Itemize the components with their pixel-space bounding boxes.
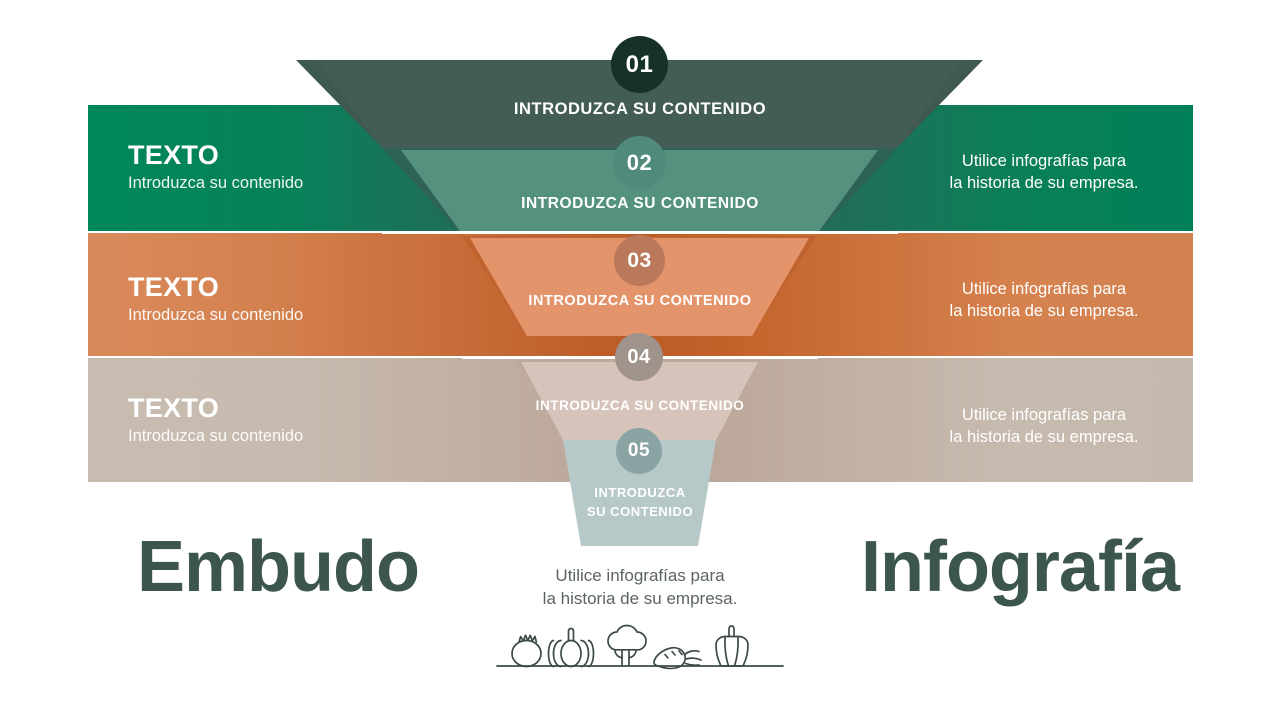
- row-green-left-text: TEXTO Introduzca su contenido: [128, 141, 303, 195]
- title-left: Embudo: [137, 527, 420, 607]
- funnel-label-04: INTRODUZCA SU CONTENIDO: [535, 398, 745, 413]
- row-tan-right-line2: la historia de su empresa.: [949, 428, 1139, 447]
- row-tan-right-text: Utilice infografías para la historia de …: [894, 404, 1194, 449]
- funnel-step-badge-04[interactable]: 04: [615, 333, 663, 381]
- funnel-segment-01-face: [316, 60, 963, 148]
- funnel-divider-1: [382, 231, 898, 234]
- row-green-sub: Introduzca su contenido: [128, 174, 304, 193]
- funnel-label-01: INTRODUZCA SU CONTENIDO: [513, 100, 767, 118]
- funnel-step-badge-02[interactable]: 02: [613, 136, 666, 189]
- row-green-right-line1: Utilice infografías para: [961, 152, 1127, 170]
- row-orange-sub: Introduzca su contenido: [128, 306, 304, 325]
- row-tan-sub: Introduzca su contenido: [128, 427, 304, 446]
- row-tan-kicker: TEXTO: [128, 393, 220, 423]
- row-orange-left-text: TEXTO Introduzca su contenido: [128, 273, 303, 327]
- vegetables-illustration: [496, 624, 784, 670]
- bottom-caption: Utilice infografías para la historia de …: [490, 565, 790, 611]
- title-right: Infografía: [860, 527, 1180, 607]
- funnel-label-03: INTRODUZCA SU CONTENIDO: [528, 293, 752, 309]
- broccoli-icon: [607, 624, 647, 667]
- funnel-segment-02-face: [401, 150, 878, 234]
- row-tan-right-line1: Utilice infografías para: [961, 406, 1127, 424]
- funnel-segment-05-face: [563, 440, 716, 546]
- funnel-label-05-line2: SU CONTENIDO: [586, 503, 694, 519]
- funnel-label-05: INTRODUZCA SU CONTENIDO: [380, 484, 900, 522]
- funnel-label-02: INTRODUZCA SU CONTENIDO: [521, 195, 759, 212]
- tomato-icon: [511, 634, 542, 668]
- funnel-label-05-line1: INTRODUZCA: [594, 485, 686, 500]
- row-orange-kicker: TEXTO: [128, 272, 220, 302]
- funnel-step-badge-03[interactable]: 03: [614, 235, 665, 286]
- funnel-segment-03-face: [470, 238, 809, 336]
- funnel-step-badge-01[interactable]: 01: [611, 36, 668, 93]
- row-orange-right-line2: la historia de su empresa.: [949, 302, 1139, 321]
- funnel-segment-04-face: [521, 362, 758, 440]
- row-green-kicker: TEXTO: [128, 140, 220, 170]
- bottom-caption-line2: la historia de su empresa.: [542, 588, 738, 608]
- row-tan-left-text: TEXTO Introduzca su contenido: [128, 394, 303, 448]
- row-orange-right-line1: Utilice infografías para: [961, 280, 1127, 298]
- bottom-caption-line1: Utilice infografías para: [555, 566, 725, 585]
- funnel-step-badge-05[interactable]: 05: [616, 428, 662, 474]
- row-orange-right-text: Utilice infografías para la historia de …: [894, 278, 1194, 323]
- row-green-right-text: Utilice infografías para la historia de …: [894, 150, 1194, 195]
- pumpkin-icon: [547, 627, 595, 668]
- bell-pepper-icon: [715, 625, 749, 667]
- carrot-icon: [653, 646, 702, 670]
- row-green-right-line2: la historia de su empresa.: [949, 174, 1139, 193]
